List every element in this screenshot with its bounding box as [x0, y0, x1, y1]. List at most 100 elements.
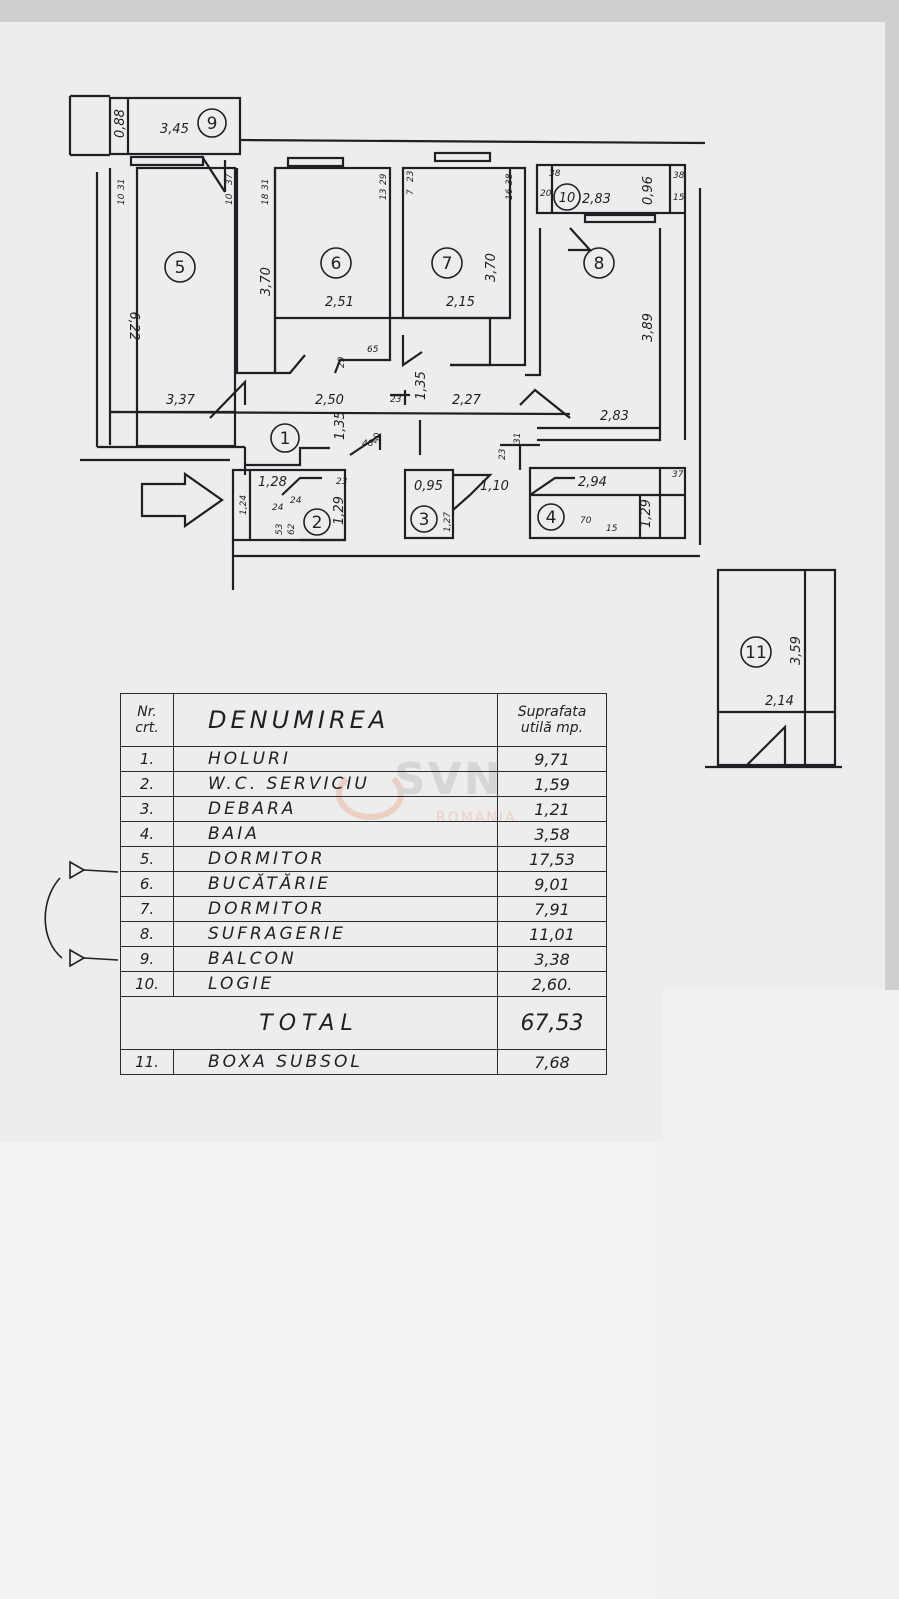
dim-label: 37: [225, 173, 235, 185]
dim-label: 1,28: [258, 475, 287, 490]
dim-label: 31: [261, 179, 271, 190]
header-nr-line2: crt.: [135, 720, 159, 736]
room-number-labels: 1 2 3 4 5 6 7 8 9 10 11: [175, 114, 767, 663]
room-number: 4: [546, 508, 557, 528]
room-number: 3: [419, 510, 430, 530]
dim-label: 10: [117, 193, 127, 205]
dim-label: 2,15: [446, 295, 475, 310]
room-number: 10: [559, 191, 576, 206]
paper-sheet-lower: [0, 1142, 668, 1599]
dim-label: 0,88: [113, 109, 128, 138]
row-area: 7,91: [497, 896, 607, 922]
dim-label: 3,89: [641, 313, 656, 342]
entrance-arrow: [140, 471, 224, 529]
row-name: BUCĂTĂRIE: [173, 871, 498, 897]
room-number: 6: [331, 254, 342, 274]
total-label: TOTAL: [120, 996, 498, 1050]
row-name: HOLURI: [173, 746, 498, 772]
row-area: 11,01: [497, 921, 607, 947]
room-number: 8: [594, 254, 605, 274]
row-name: BALCON: [173, 946, 498, 972]
room-5-outline: [135, 166, 237, 448]
wc-outline: [231, 468, 347, 542]
dim-label: 29: [337, 356, 347, 368]
dim-label: 23: [336, 477, 348, 487]
storage-outline: [403, 468, 455, 540]
dim-label: 16: [505, 188, 515, 200]
row-name: DORMITOR: [173, 896, 498, 922]
total-area: 67,53: [497, 996, 607, 1050]
dim-label: 2,83: [582, 192, 611, 207]
paper-sheet-right: [662, 990, 899, 1599]
row-area: 7,68: [497, 1049, 607, 1075]
header-name: DENUMIREA: [173, 693, 498, 747]
dim-label: 2,14: [765, 694, 794, 709]
header-nr: Nr.crt.: [120, 693, 174, 747]
row-area: 17,53: [497, 846, 607, 872]
room-number: 7: [442, 254, 453, 274]
room-number: 2: [312, 513, 323, 533]
row-nr: 7.: [120, 896, 174, 922]
room-number: 1: [280, 429, 291, 449]
room-6-outline: [273, 166, 392, 320]
row-nr: 10.: [120, 971, 174, 997]
dim-label: 23: [406, 170, 416, 182]
dim-label: 48: [362, 439, 374, 449]
row-name: BAIA: [173, 821, 498, 847]
room-number: 5: [175, 258, 186, 278]
dim-label: 7: [406, 189, 416, 195]
row-name: DORMITOR: [173, 846, 498, 872]
dim-label: 3,45: [160, 122, 189, 137]
bath-outline: [528, 466, 687, 540]
dim-label: 0,96: [641, 176, 656, 205]
dim-label: 3,70: [259, 267, 274, 296]
row-nr: 1.: [120, 746, 174, 772]
dim-label: 38: [673, 171, 685, 181]
row-nr: 2.: [120, 771, 174, 797]
row-name: SUFRAGERIE: [173, 921, 498, 947]
dim-label: 53: [275, 523, 285, 535]
row-nr: 6.: [120, 871, 174, 897]
dim-label: 2,50: [315, 393, 344, 408]
dim-label: 2,27: [452, 393, 482, 408]
row-nr: 4.: [120, 821, 174, 847]
row-area: 9,01: [497, 871, 607, 897]
dim-label: 23: [498, 448, 508, 460]
basement-outline: [716, 568, 837, 767]
row-area: 3,38: [497, 946, 607, 972]
dim-label: 1,35: [414, 371, 429, 400]
dim-label: 1,24: [239, 495, 249, 515]
table-total-row: TOTAL 67,53: [120, 996, 607, 1050]
dim-label: 1,10: [480, 479, 509, 494]
dim-label: 6,22: [126, 312, 141, 341]
dim-label: 29: [379, 173, 389, 185]
header-area-line2: utilă mp.: [520, 720, 584, 736]
dim-label: 31: [117, 179, 127, 190]
dim-label: 1,35: [333, 411, 348, 440]
room-number: 11: [745, 643, 767, 663]
dim-label: 10: [225, 193, 235, 205]
dim-label: 2,51: [325, 295, 354, 310]
balcony-outline: [108, 96, 242, 156]
row-name: LOGIE: [173, 971, 498, 997]
dim-label: 3,37: [166, 393, 196, 408]
row-name: DEBARA: [173, 796, 498, 822]
dim-label: 18: [261, 193, 271, 205]
row-nr: 9.: [120, 946, 174, 972]
dim-label: 31: [513, 433, 523, 444]
dim-label: 50: [373, 432, 383, 444]
dim-label: 1,29: [332, 496, 347, 525]
dim-label: 38: [549, 169, 561, 179]
